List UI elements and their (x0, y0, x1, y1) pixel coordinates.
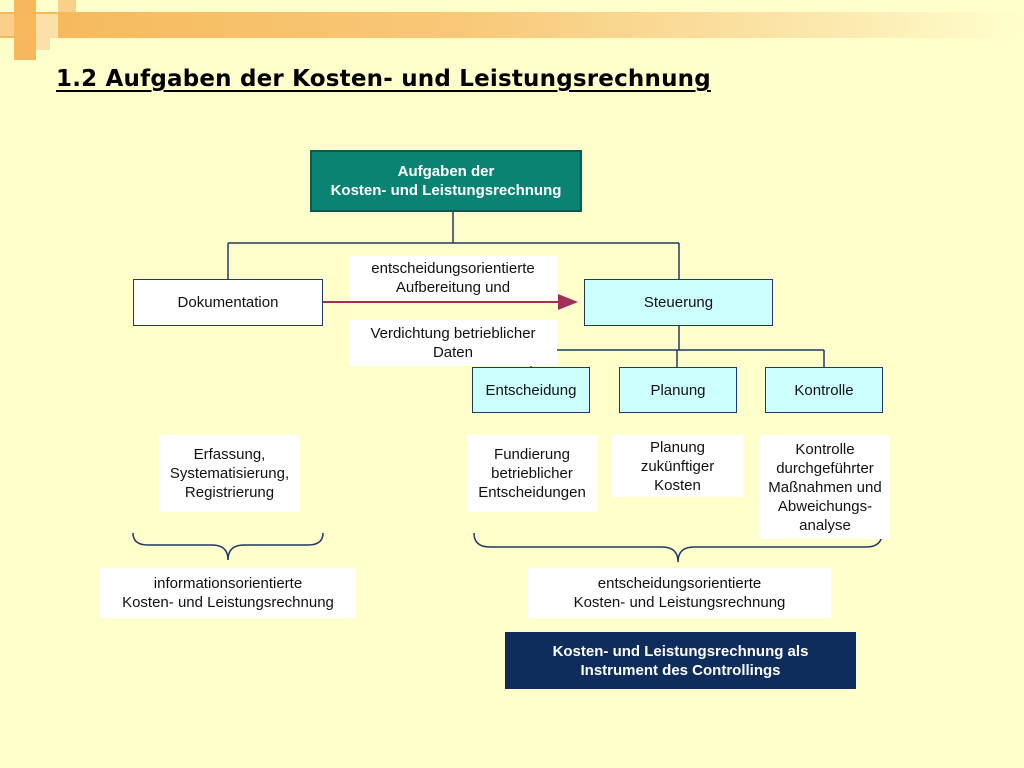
node-planung: Planung (619, 367, 737, 413)
summary-informationsorientiert: informationsorientierte Kosten- und Leis… (100, 568, 356, 618)
desc-planung-kosten: Planung zukünftiger Kosten (612, 435, 743, 497)
deco-square (36, 38, 50, 50)
deco-square (36, 14, 58, 38)
header-gradient-bar (0, 12, 1024, 38)
arrow-label-bottom: Verdichtung betrieblicher Daten (349, 320, 557, 366)
node-steuerung: Steuerung (584, 279, 773, 326)
brace-right (473, 532, 883, 563)
node-dokumentation: Dokumentation (133, 279, 323, 326)
desc-fundierung: Fundierung betrieblicher Entscheidungen (467, 435, 597, 512)
desc-kontrolle-massnahmen: Kontrolle durchgeführter Maßnahmen und A… (760, 435, 890, 539)
node-kontrolle: Kontrolle (765, 367, 883, 413)
deco-square (58, 0, 76, 12)
node-entscheidung: Entscheidung (472, 367, 590, 413)
deco-square (14, 38, 36, 60)
brace-left (132, 532, 324, 561)
node-aufgaben-root: Aufgaben der Kosten- und Leistungsrechnu… (310, 150, 582, 212)
desc-erfassung: Erfassung, Systematisierung, Registrieru… (159, 435, 300, 512)
summary-entscheidungsorientiert: entscheidungsorientierte Kosten- und Lei… (528, 568, 831, 618)
deco-square (0, 14, 14, 36)
footer-controlling-box: Kosten- und Leistungsrechnung als Instru… (505, 632, 856, 689)
deco-square (14, 0, 36, 14)
arrow-label-top: entscheidungsorientierte Aufbereitung un… (349, 256, 557, 300)
page-title: 1.2 Aufgaben der Kosten- und Leistungsre… (56, 66, 711, 92)
